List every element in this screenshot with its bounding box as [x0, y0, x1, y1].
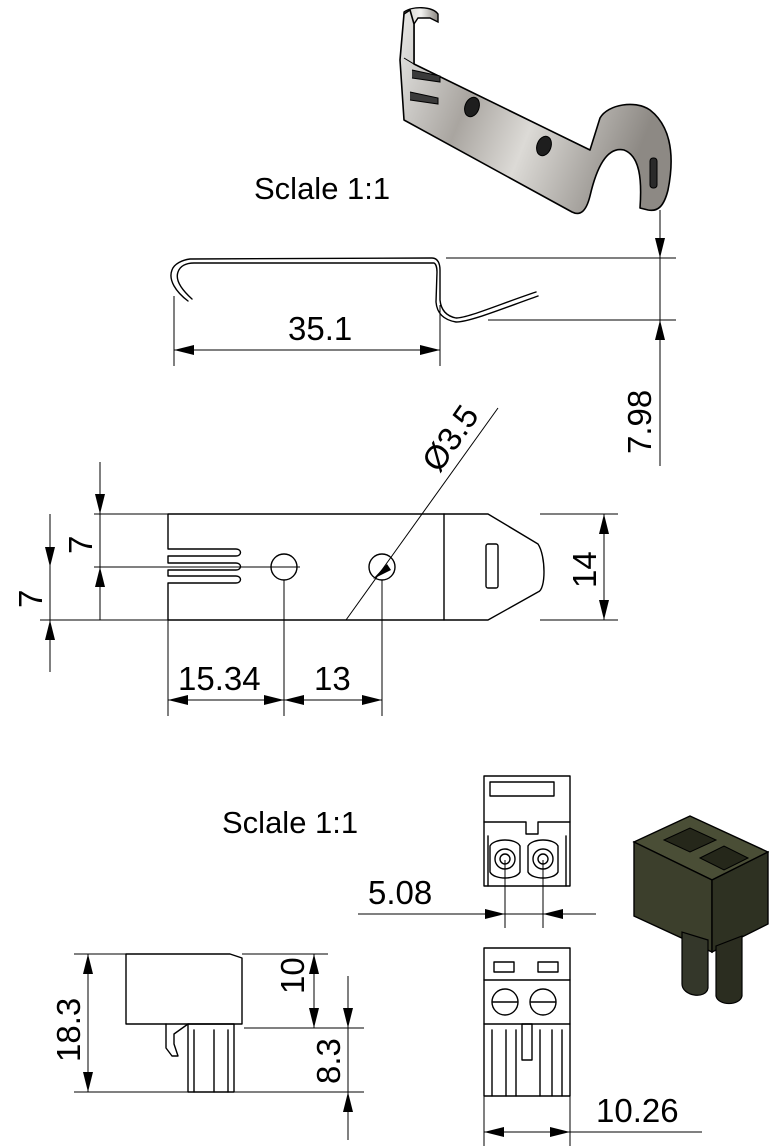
dim-connector-width: 10.26 — [596, 1092, 679, 1129]
dim-hole-diameter: Ø3.5 — [414, 398, 485, 478]
dim-lower-height: 8.3 — [310, 1038, 347, 1084]
connector-side-view — [74, 953, 364, 1140]
dim-half-width-lower: 7 — [12, 590, 49, 608]
clip-top-view — [40, 407, 618, 716]
clip-3d-view — [399, 7, 672, 215]
clip-side-profile — [170, 210, 676, 466]
scale-label-top: Sclale 1:1 — [254, 171, 390, 206]
connector-top-view — [358, 775, 596, 928]
dim-pitch: 5.08 — [368, 874, 432, 911]
dim-hole1-position: 15.34 — [178, 660, 261, 697]
dim-clip-width: 14 — [566, 551, 603, 588]
connector-3d-view — [632, 815, 769, 1005]
dim-clip-length: 35.1 — [288, 310, 352, 347]
dim-half-width-upper: 7 — [62, 536, 99, 554]
dim-hole-spacing: 13 — [314, 660, 351, 697]
dim-clip-height: 7.98 — [621, 390, 658, 454]
connector-front-view — [483, 947, 702, 1146]
dim-upper-height: 10 — [274, 957, 311, 994]
dim-total-height: 18.3 — [50, 998, 87, 1062]
scale-label-bottom: Sclale 1:1 — [222, 805, 358, 840]
